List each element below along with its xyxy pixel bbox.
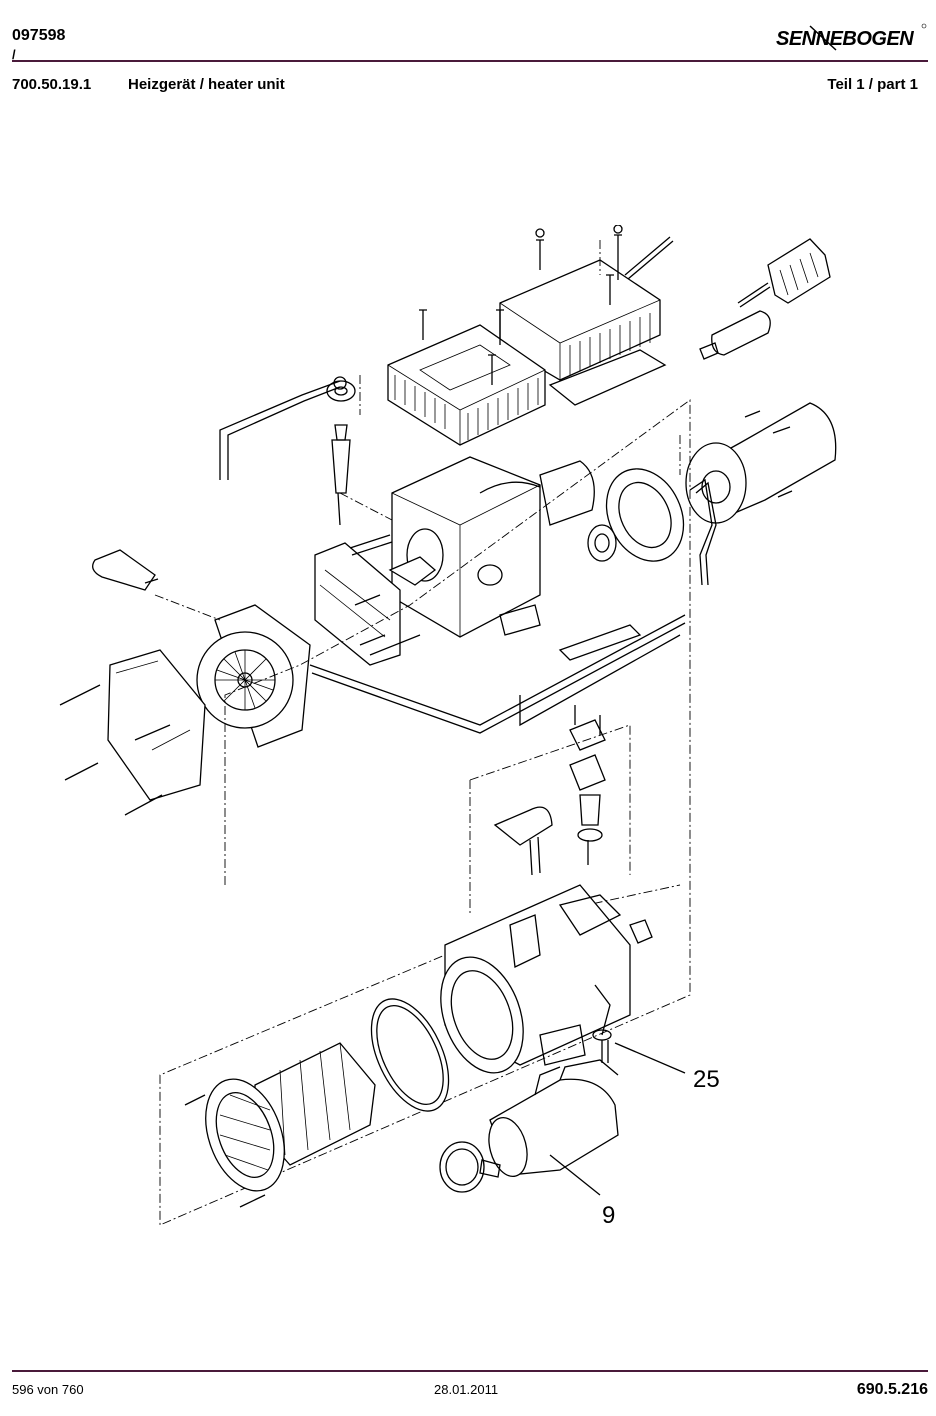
- svg-text:SENNEBOGEN: SENNEBOGEN: [776, 28, 914, 50]
- callout-leaders: [549, 1042, 686, 1196]
- front-cover: [59, 649, 206, 816]
- part-code: 700.50.19.1: [12, 76, 92, 93]
- control-unit-front: [387, 324, 546, 446]
- callout-9: 9: [602, 1202, 615, 1229]
- header-rule: [12, 60, 928, 62]
- screws-top: [419, 225, 623, 385]
- burner-housing: [391, 456, 595, 638]
- combustion-insert: [184, 998, 450, 1208]
- blower-fan: [196, 604, 311, 748]
- document-reference: 690.5.216: [856, 1381, 928, 1398]
- exhaust-elbow: [439, 1029, 619, 1193]
- fuel-pump-block: [314, 534, 541, 666]
- document-date: 28.01.2011: [434, 1382, 499, 1397]
- part-page-label: Teil 1 / part 1: [827, 76, 918, 93]
- part-title: Heizgerät / heater unit: [128, 76, 285, 93]
- fuel-metering-parts: [493, 705, 606, 876]
- revision-slash: /: [12, 47, 16, 62]
- assembly-guides: [154, 240, 691, 1226]
- wiring-harness: [309, 614, 686, 734]
- exploded-parts-drawing: 25 9: [59, 225, 837, 1229]
- footer-rule: [12, 1370, 928, 1372]
- page-counter: 596 von 760: [12, 1382, 84, 1397]
- combustion-tube: [685, 402, 837, 586]
- flange-gaskets: [587, 468, 685, 562]
- document-number: 097598: [12, 27, 66, 44]
- glow-plug: [219, 376, 356, 526]
- heat-exchanger: [440, 884, 653, 1074]
- sennebogen-logo: SENNEBOGEN: [776, 23, 927, 51]
- cable-connector: [624, 236, 831, 360]
- callout-25: 25: [693, 1066, 720, 1093]
- filter-cartridge: [92, 549, 159, 591]
